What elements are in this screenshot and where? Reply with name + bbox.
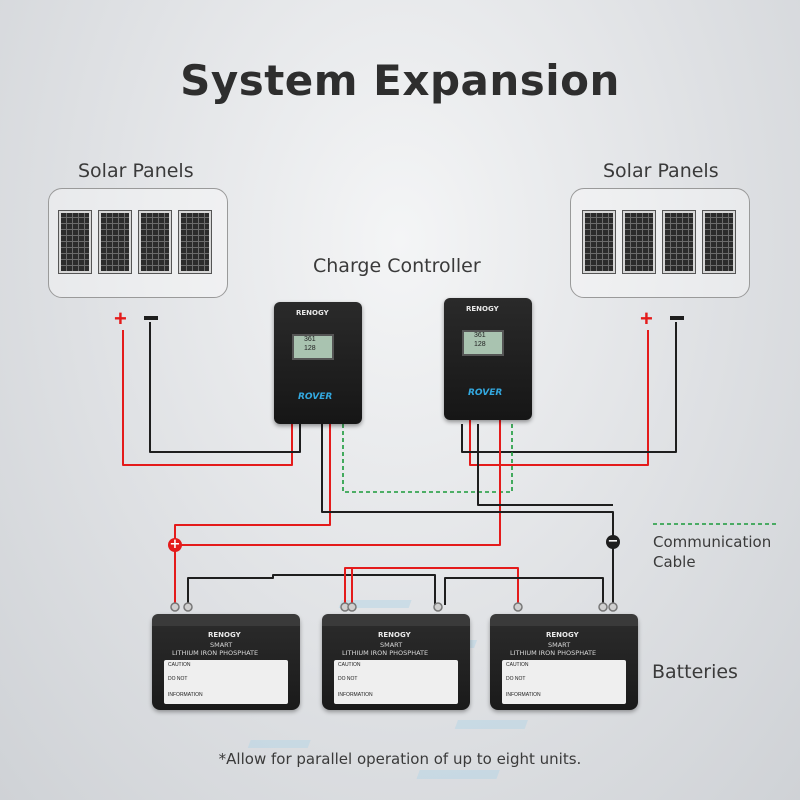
solar-panel: [178, 210, 212, 274]
communication-cable-line2: Cable: [653, 553, 696, 571]
battery-line1: SMART: [210, 641, 233, 649]
battery-lid: [322, 614, 470, 626]
solar-panel: [622, 210, 656, 274]
controller-brand: RENOGY: [466, 305, 499, 313]
battery-sticker: CAUTION DO NOT INFORMATION: [502, 660, 626, 704]
battery-brand: RENOGY: [546, 631, 579, 639]
controller-model: ROVER: [468, 388, 503, 398]
controller-lcd-top: 361: [304, 336, 316, 343]
battery-donot: DO NOT: [338, 676, 358, 682]
controller-brand: RENOGY: [296, 309, 329, 317]
battery-line2: LITHIUM IRON PHOSPHATE: [510, 649, 597, 657]
battery-line1: SMART: [380, 641, 403, 649]
wire-batt-negative-left: [321, 424, 614, 605]
wire-pv-left-positive: [122, 330, 293, 466]
charge-controller-right: RENOGY 361 128 ROVER: [444, 298, 532, 420]
solar-panels-label-right: Solar Panels: [603, 160, 719, 182]
wire-pv-right-positive: [469, 330, 649, 466]
wire-batt-negative-right: [477, 424, 613, 506]
positive-marker-left: +: [114, 306, 127, 331]
battery-1: RENOGY SMART LITHIUM IRON PHOSPHATE CAUT…: [152, 614, 300, 710]
controller-lcd-bottom: 128: [474, 341, 486, 348]
battery-info: INFORMATION: [506, 692, 541, 698]
battery-lid: [490, 614, 638, 626]
controller-lcd: [462, 330, 504, 356]
batteries-label: Batteries: [652, 661, 738, 683]
positive-marker-right: +: [640, 306, 653, 331]
solar-panel: [662, 210, 696, 274]
solar-panel: [58, 210, 92, 274]
wire-batt-positive-left: [174, 424, 331, 605]
battery-info: INFORMATION: [168, 692, 203, 698]
solar-panel: [702, 210, 736, 274]
solar-panel-group-right: [570, 188, 750, 298]
solar-panel: [138, 210, 172, 274]
wire-communication: [342, 424, 513, 493]
battery-3: RENOGY SMART LITHIUM IRON PHOSPHATE CAUT…: [490, 614, 638, 710]
battery-brand: RENOGY: [208, 631, 241, 639]
charge-controller-label: Charge Controller: [313, 255, 481, 277]
controller-lcd-top: 361: [474, 332, 486, 339]
battery-caution: CAUTION: [168, 662, 191, 668]
link-positive-1-2: [344, 567, 353, 605]
wire-pv-left-negative: [149, 322, 301, 453]
battery-brand: RENOGY: [378, 631, 411, 639]
solar-panel-group-left: [48, 188, 228, 298]
solar-panel: [98, 210, 132, 274]
controller-lcd: [292, 334, 334, 360]
battery-donot: DO NOT: [506, 676, 526, 682]
link-positive-2-3: [351, 567, 519, 605]
communication-cable-label: Communication Cable: [653, 532, 771, 572]
footnote: *Allow for parallel operation of up to e…: [218, 750, 582, 768]
negative-bus-icon: −: [606, 534, 620, 549]
battery-caution: CAUTION: [506, 662, 529, 668]
negative-marker-right: [670, 316, 684, 320]
link-negative-1-2: [187, 574, 436, 605]
wire-batt-positive-right: [175, 424, 501, 546]
battery-sticker: CAUTION DO NOT INFORMATION: [164, 660, 288, 704]
battery-line1: SMART: [548, 641, 571, 649]
wire-pv-right-negative: [461, 322, 677, 453]
battery-sticker: CAUTION DO NOT INFORMATION: [334, 660, 458, 704]
positive-bus-icon: +: [168, 537, 182, 552]
communication-cable-line1: Communication: [653, 533, 772, 551]
battery-2: RENOGY SMART LITHIUM IRON PHOSPHATE CAUT…: [322, 614, 470, 710]
battery-caution: CAUTION: [338, 662, 361, 668]
negative-marker-left: [144, 316, 158, 320]
controller-lcd-bottom: 128: [304, 345, 316, 352]
page-title: System Expansion: [180, 56, 620, 105]
battery-donot: DO NOT: [168, 676, 188, 682]
battery-line2: LITHIUM IRON PHOSPHATE: [172, 649, 259, 657]
battery-info: INFORMATION: [338, 692, 373, 698]
battery-line2: LITHIUM IRON PHOSPHATE: [342, 649, 429, 657]
controller-model: ROVER: [298, 392, 333, 402]
link-negative-2-3: [444, 577, 604, 605]
solar-panels-label-left: Solar Panels: [78, 160, 194, 182]
battery-lid: [152, 614, 300, 626]
solar-panel: [582, 210, 616, 274]
charge-controller-left: RENOGY 361 128 ROVER: [274, 302, 362, 424]
